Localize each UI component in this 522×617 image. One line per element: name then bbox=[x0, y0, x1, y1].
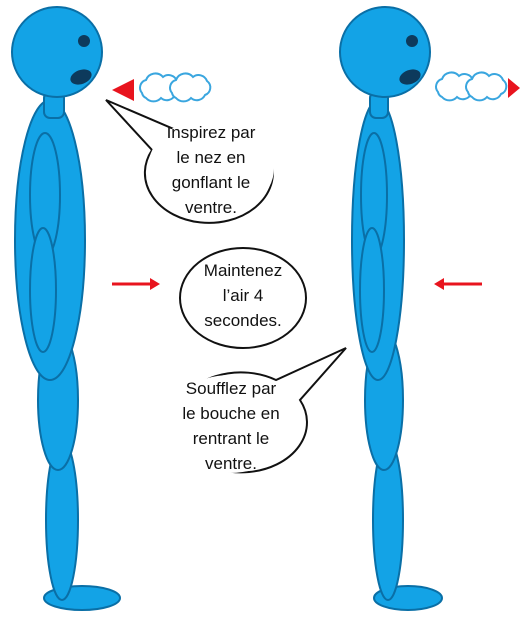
inward-arrow-left bbox=[112, 278, 160, 290]
right-person-air-arrow bbox=[508, 78, 520, 98]
exhale-line-2: le bouche en bbox=[166, 401, 296, 426]
inhale-line-4: ventre. bbox=[150, 195, 272, 220]
left-person-figure bbox=[12, 7, 120, 610]
exhale-line-1: Soufflez par bbox=[166, 376, 296, 401]
exhale-bubble-text: Soufflez par le bouche en rentrant le ve… bbox=[166, 376, 296, 476]
right-person-figure bbox=[340, 7, 442, 610]
hold-line-3: secondes. bbox=[182, 308, 304, 333]
left-person-lower-arm bbox=[30, 228, 56, 352]
left-person-air-arrow bbox=[112, 79, 134, 101]
right-person-head bbox=[340, 7, 430, 97]
left-air-cloud bbox=[140, 73, 210, 101]
inhale-line-3: gonflant le bbox=[150, 170, 272, 195]
exhale-line-3: rentrant le bbox=[166, 426, 296, 451]
left-person-head bbox=[12, 7, 102, 97]
inhale-bubble-text: Inspirez par le nez en gonflant le ventr… bbox=[150, 120, 272, 220]
right-person-lower-arm bbox=[360, 228, 384, 352]
exhale-line-4: ventre. bbox=[166, 451, 296, 476]
inhale-line-2: le nez en bbox=[150, 145, 272, 170]
hold-bubble-text: Maintenez l’air 4 secondes. bbox=[182, 258, 304, 333]
right-person-eye bbox=[406, 35, 418, 47]
hold-line-2: l’air 4 bbox=[182, 283, 304, 308]
hold-line-1: Maintenez bbox=[182, 258, 304, 283]
inhale-line-1: Inspirez par bbox=[150, 120, 272, 145]
inward-arrow-right bbox=[434, 278, 482, 290]
left-person-eye bbox=[78, 35, 90, 47]
right-air-cloud bbox=[436, 72, 506, 100]
